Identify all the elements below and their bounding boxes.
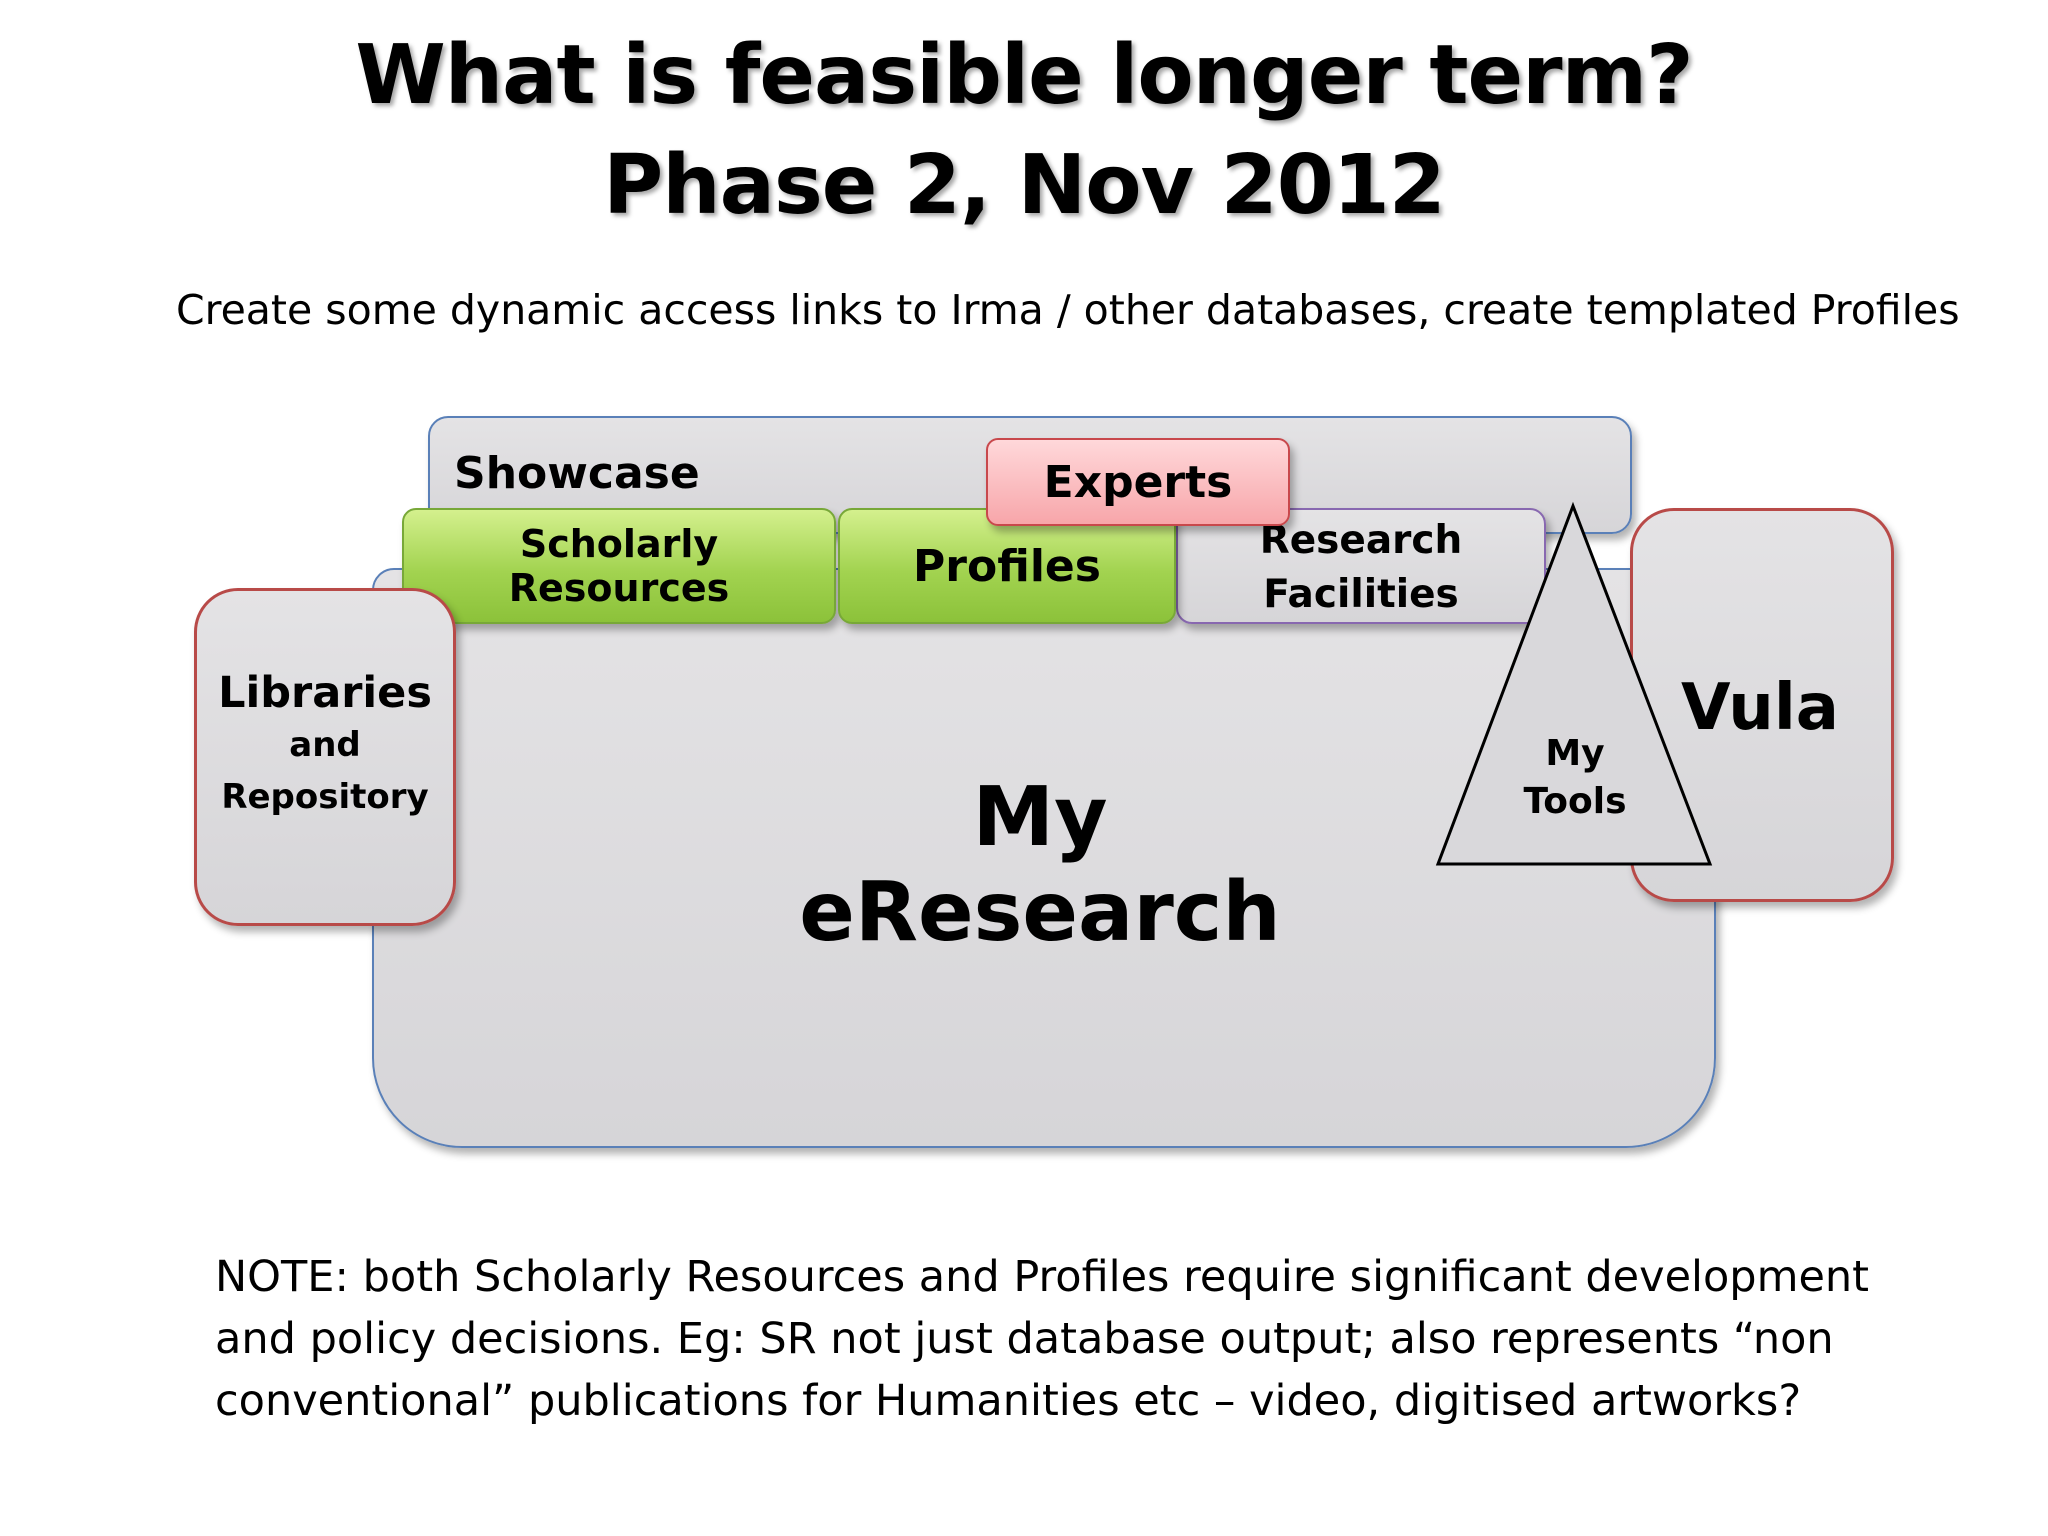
research-facilities-box: [1176, 508, 1546, 624]
research-facilities-line1: Research: [1259, 518, 1463, 563]
scholarly-resources-box: Scholarly Resources: [402, 508, 836, 624]
my-tools-triangle: [1435, 501, 1713, 866]
note-line3: conventional” publications for Humanitie…: [215, 1376, 1802, 1426]
showcase-label: Showcase: [454, 448, 700, 499]
slide-title-line1: What is feasible longer term?: [355, 28, 1693, 123]
my-tools-line1: My: [1545, 733, 1605, 774]
my-tools-label: My Tools: [1500, 728, 1650, 828]
libraries-line2: and: [289, 725, 361, 765]
libraries-line3: Repository: [221, 777, 429, 817]
experts-box: Experts: [986, 438, 1290, 526]
note-line2: and policy decisions. Eg: SR not just da…: [215, 1314, 1834, 1364]
note-text: NOTE: both Scholarly Resources and Profi…: [215, 1246, 1935, 1432]
slide-subtitle: Create some dynamic access links to Irma…: [176, 286, 1960, 334]
libraries-label: Libraries and Repository: [194, 588, 456, 926]
libraries-line1: Libraries: [218, 668, 432, 718]
note-line1: NOTE: both Scholarly Resources and Profi…: [215, 1252, 1870, 1302]
research-facilities-label: Research Facilities: [1176, 510, 1546, 626]
libraries-box: [194, 588, 456, 926]
vula-label: Vula: [1681, 671, 1839, 745]
slide-title-line2: Phase 2, Nov 2012: [603, 138, 1446, 233]
my-eresearch-label: My eResearch: [799, 770, 1281, 960]
research-facilities-line2: Facilities: [1263, 572, 1459, 617]
profiles-box: Profiles: [838, 508, 1176, 624]
my-tools-line2: Tools: [1523, 781, 1627, 822]
